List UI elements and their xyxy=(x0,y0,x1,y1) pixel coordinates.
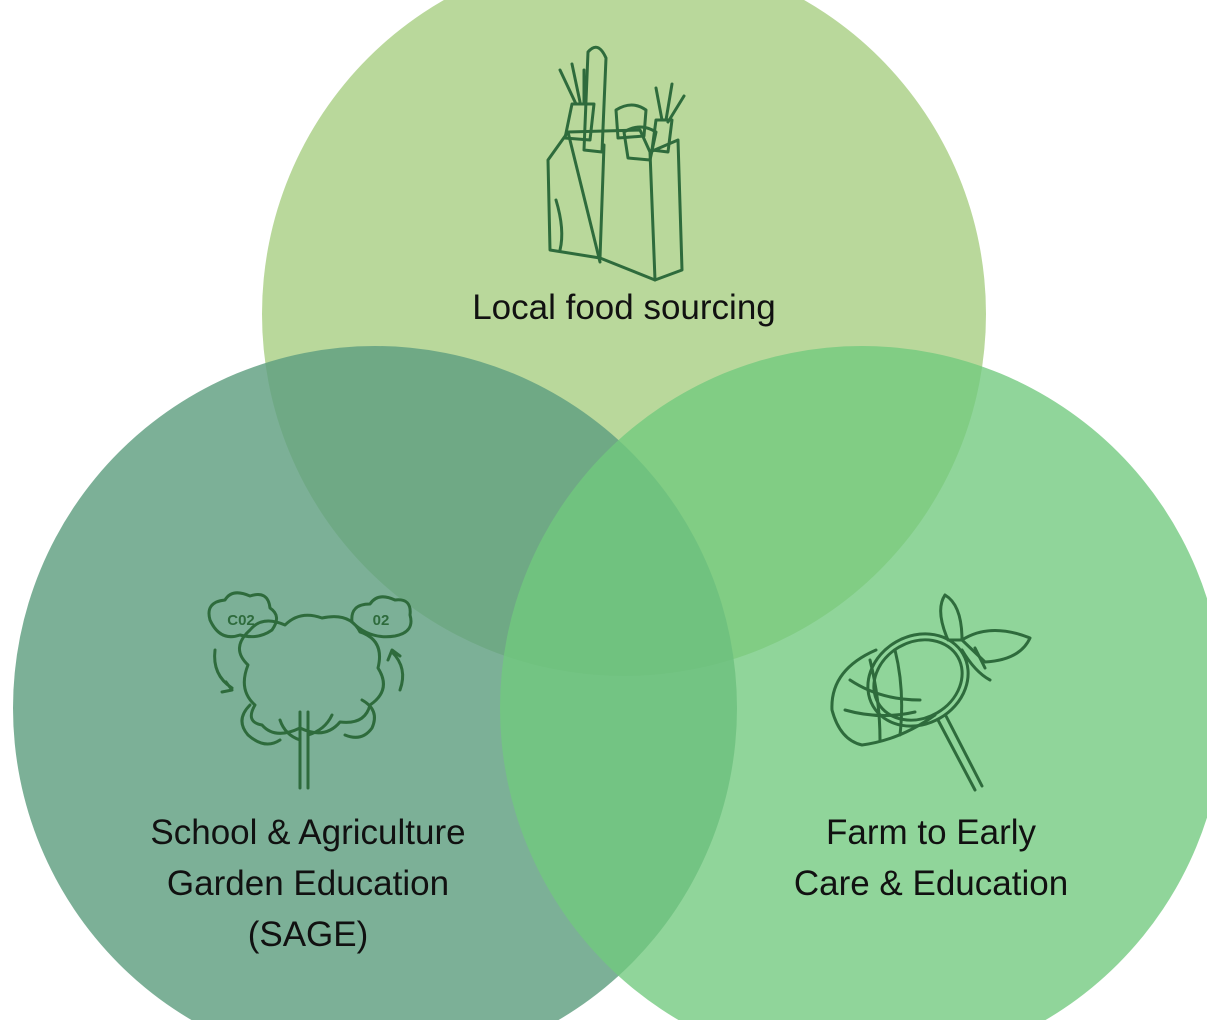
label-line: Garden Education xyxy=(166,864,450,903)
label-line: (SAGE) xyxy=(247,915,369,954)
tree-co2-o2-icon xyxy=(207,591,413,790)
co2-cloud-label: C02 xyxy=(227,612,255,629)
grocery-bag-icon xyxy=(546,45,686,282)
label-line: Local food sourcing xyxy=(472,288,776,327)
o2-cloud-label: 02 xyxy=(373,612,390,629)
label-line: School & Agriculture xyxy=(150,813,466,852)
label-line: Care & Education xyxy=(793,864,1069,903)
label-sage: School & Agriculture Garden Education (S… xyxy=(58,807,558,960)
label-line: Farm to Early xyxy=(825,813,1037,852)
butterfly-net-icon xyxy=(830,593,1032,792)
label-farm-to-early-care: Farm to Early Care & Education xyxy=(681,807,1181,909)
label-local-food-sourcing: Local food sourcing xyxy=(374,282,874,333)
